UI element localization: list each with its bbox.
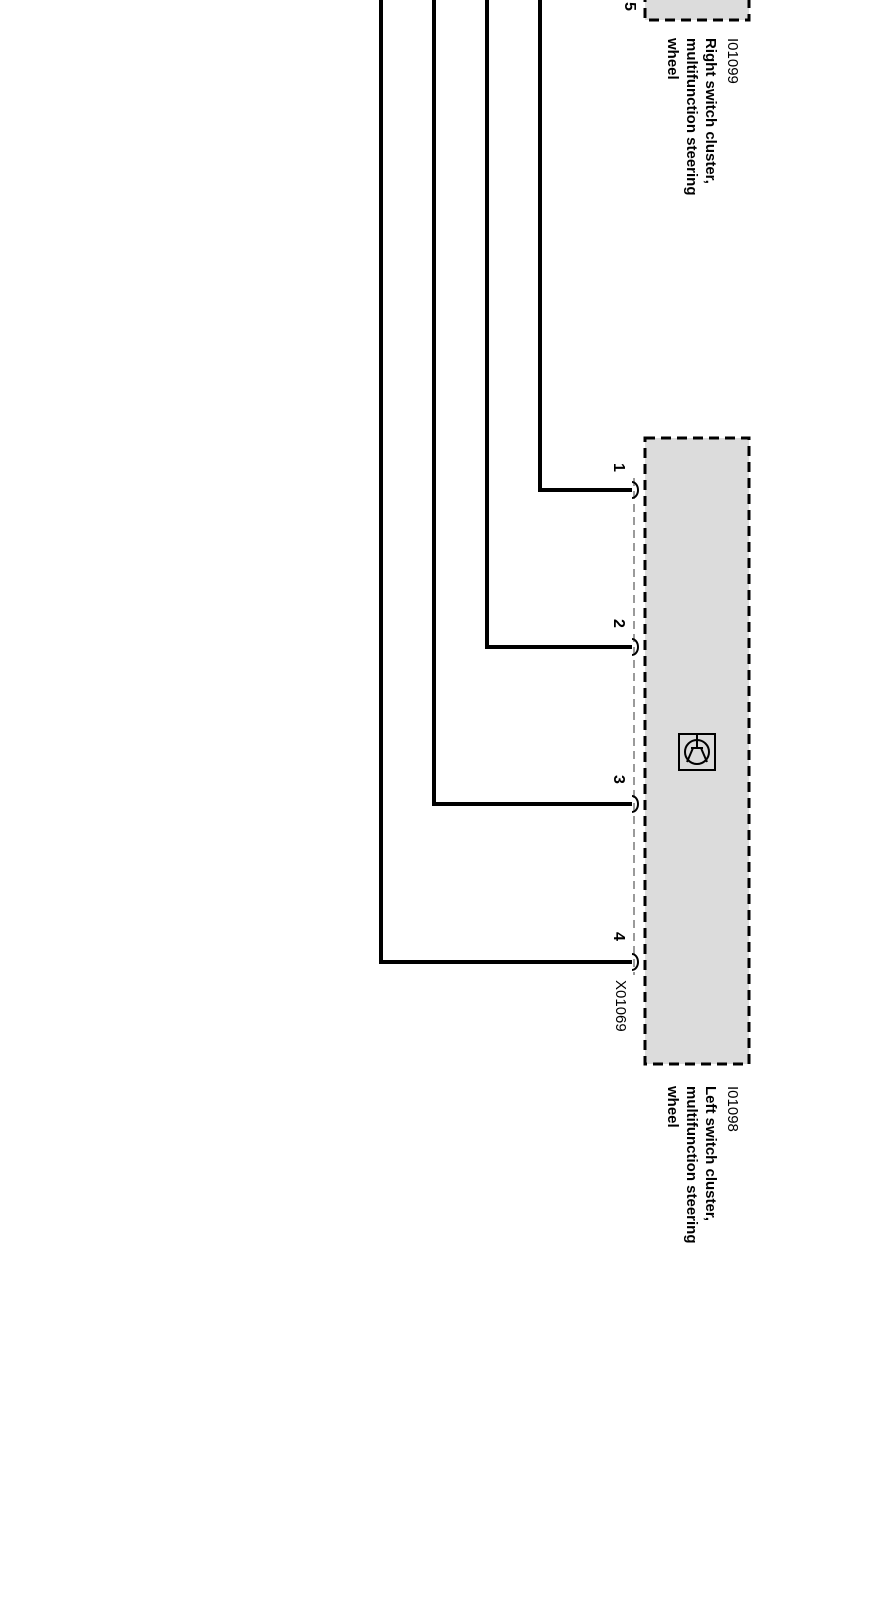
right-switch-cluster-name-line1: Right switch cluster, xyxy=(702,38,719,184)
right-switch-cluster-name-line2: multifunction steering xyxy=(683,38,700,196)
transistor-symbol-icon xyxy=(678,733,716,771)
right-switch-cluster-box xyxy=(643,0,751,22)
connector-id: X01069 xyxy=(612,980,629,1032)
wire-pin-3 xyxy=(432,0,632,806)
pin-4-terminal xyxy=(631,953,639,971)
left-switch-cluster-id: I01098 xyxy=(724,1086,741,1132)
left-switch-cluster xyxy=(631,436,751,1066)
pin-1-label: 1 xyxy=(610,463,627,472)
connector-pins xyxy=(631,481,639,971)
wire-pin-2 xyxy=(485,0,632,649)
right-switch-cluster: 5 xyxy=(621,0,751,22)
wires xyxy=(379,0,632,964)
right-switch-cluster-name-line3: wheel xyxy=(664,37,681,80)
left-switch-cluster-name-line2: multifunction steering xyxy=(683,1086,700,1244)
right-switch-cluster-id: I01099 xyxy=(724,38,741,84)
pin-2-label: 2 xyxy=(610,619,627,628)
left-switch-cluster-name-line1: Left switch cluster, xyxy=(702,1086,719,1221)
left-switch-cluster-name-line3: wheel xyxy=(664,1085,681,1128)
wire-pin-1 xyxy=(538,0,632,492)
pin-4-label: 4 xyxy=(610,932,627,941)
pin-2-terminal xyxy=(631,638,639,656)
pin-3-label: 3 xyxy=(610,775,627,784)
wire-pin-4 xyxy=(379,0,632,964)
pin-3-terminal xyxy=(631,795,639,813)
right-switch-cluster-pin-partial: 5 xyxy=(621,2,638,11)
pin-1-terminal xyxy=(631,481,639,499)
